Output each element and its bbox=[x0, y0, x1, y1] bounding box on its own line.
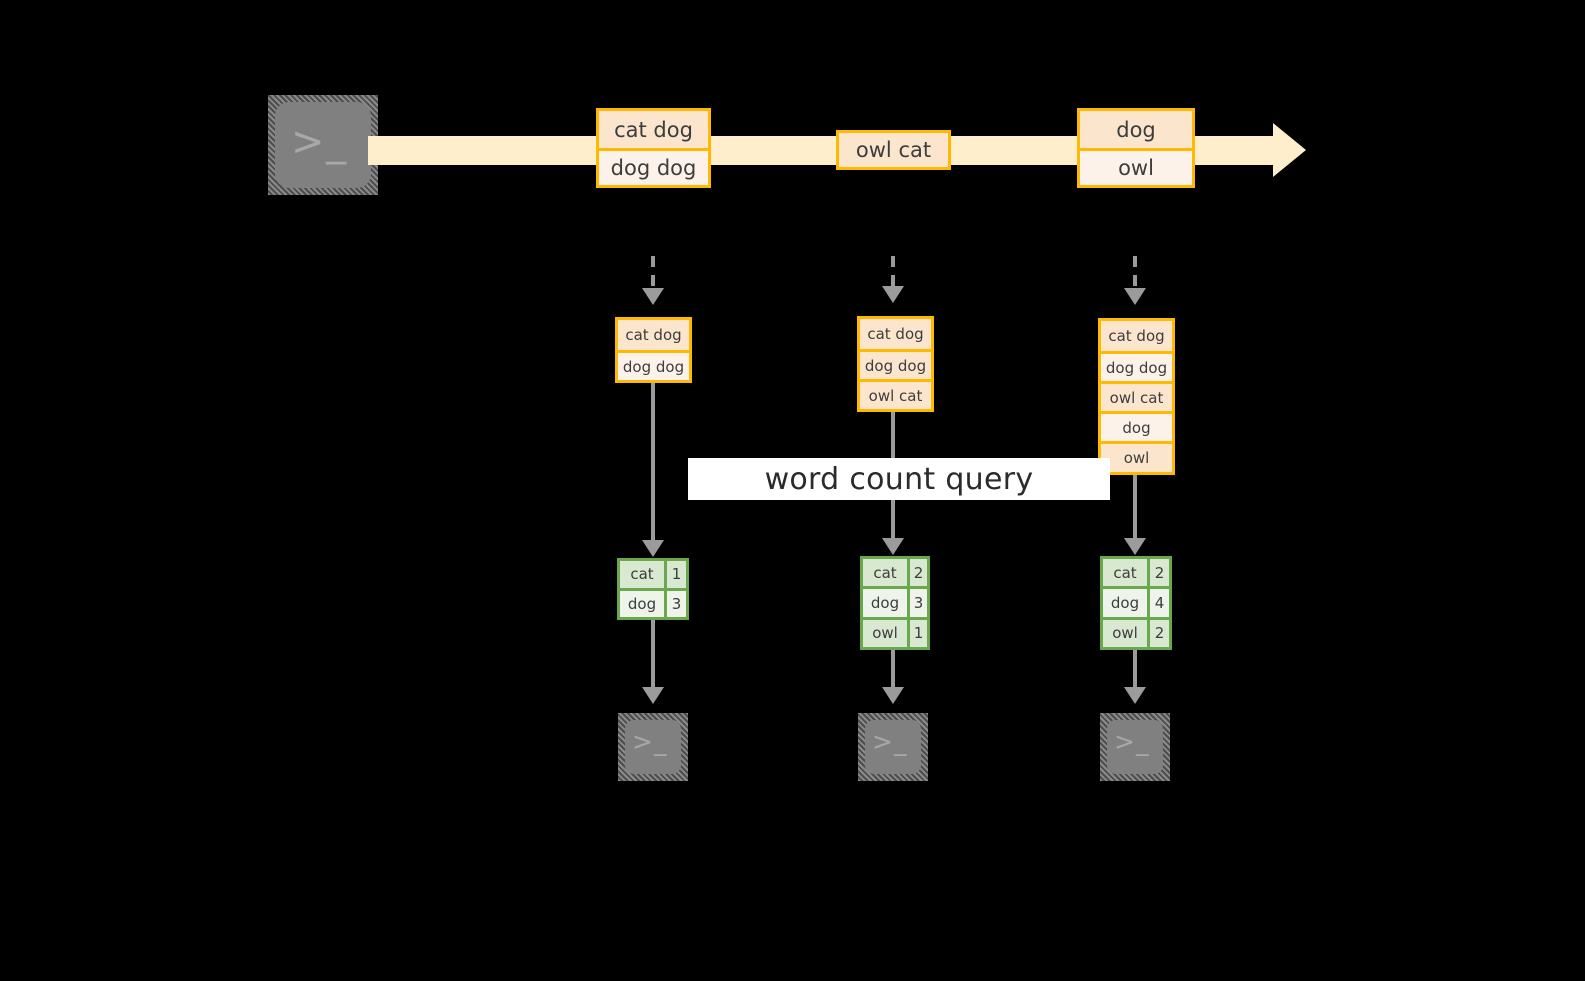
snapshot-line: cat dog bbox=[1108, 327, 1165, 345]
sink-connector-arrowhead-2 bbox=[882, 687, 904, 704]
table-row: owl 1 bbox=[863, 616, 927, 647]
result-word-cell: owl bbox=[863, 619, 907, 647]
table-row: dog 3 bbox=[620, 587, 686, 617]
sink-terminal-icon-1[interactable]: >_ bbox=[618, 713, 688, 781]
snapshot-line: owl cat bbox=[1101, 381, 1172, 411]
stream-event-group-1[interactable]: cat dog dog dog bbox=[596, 108, 711, 188]
result-word-cell: cat bbox=[620, 561, 664, 588]
query-connector-line-1 bbox=[651, 383, 655, 541]
sink-connector-line-2 bbox=[891, 650, 895, 688]
result-count-cell: 3 bbox=[907, 589, 927, 617]
stream-event-line: owl cat bbox=[855, 138, 932, 162]
terminal-screen: >_ bbox=[865, 720, 921, 774]
stream-event-group-2[interactable]: owl cat bbox=[836, 130, 951, 170]
query-connector-line-3 bbox=[1133, 475, 1137, 539]
stream-tap-dashed-line-1 bbox=[651, 256, 655, 289]
result-count-cell: 4 bbox=[1147, 589, 1169, 617]
terminal-prompt-glyph: >_ bbox=[291, 119, 348, 165]
snapshot-line: cat dog bbox=[867, 325, 924, 343]
stream-event-line: owl bbox=[1080, 148, 1192, 185]
table-row: cat 2 bbox=[863, 559, 927, 587]
sink-terminal-icon-2[interactable]: >_ bbox=[858, 713, 928, 781]
snapshot-line: owl bbox=[1101, 441, 1172, 471]
result-word-cell: owl bbox=[1103, 619, 1147, 647]
result-count-cell: 2 bbox=[907, 559, 927, 587]
sink-connector-arrowhead-3 bbox=[1124, 687, 1146, 704]
terminal-screen: >_ bbox=[275, 102, 371, 188]
event-stream-arrowhead bbox=[1273, 123, 1306, 177]
result-count-cell: 2 bbox=[1147, 619, 1169, 647]
stream-event-group-3[interactable]: dog owl bbox=[1077, 108, 1195, 188]
snapshot-line: dog dog bbox=[1101, 351, 1172, 381]
result-count-cell: 2 bbox=[1147, 559, 1169, 587]
snapshot-line: cat dog bbox=[625, 326, 682, 344]
terminal-prompt-glyph: >_ bbox=[872, 727, 908, 756]
result-table-2[interactable]: cat 2 dog 3 owl 1 bbox=[860, 556, 930, 650]
result-count-cell: 1 bbox=[664, 561, 686, 588]
terminal-prompt-glyph: >_ bbox=[1114, 727, 1150, 756]
terminal-screen: >_ bbox=[625, 720, 681, 774]
terminal-prompt-glyph: >_ bbox=[632, 727, 668, 756]
sink-connector-arrowhead-1 bbox=[642, 687, 664, 704]
snapshot-2[interactable]: cat dog dog dog owl cat bbox=[857, 316, 934, 412]
sink-connector-line-1 bbox=[651, 620, 655, 688]
query-label: word count query bbox=[764, 461, 1034, 497]
snapshot-line: owl cat bbox=[860, 379, 931, 409]
table-row: dog 3 bbox=[863, 586, 927, 617]
table-row: owl 2 bbox=[1103, 616, 1169, 647]
result-word-cell: dog bbox=[1103, 589, 1147, 617]
query-connector-arrowhead-1 bbox=[642, 540, 664, 557]
stream-tap-dashed-line-2 bbox=[891, 256, 895, 287]
table-row: dog 4 bbox=[1103, 586, 1169, 617]
snapshot-line: dog dog bbox=[860, 349, 931, 379]
result-count-cell: 1 bbox=[907, 619, 927, 647]
snapshot-line: dog bbox=[1101, 411, 1172, 441]
stream-tap-arrowhead-1 bbox=[642, 288, 664, 305]
result-word-cell: cat bbox=[1103, 559, 1147, 587]
sink-connector-line-3 bbox=[1133, 650, 1137, 688]
result-word-cell: dog bbox=[863, 589, 907, 617]
terminal-screen: >_ bbox=[1107, 720, 1163, 774]
result-table-3[interactable]: cat 2 dog 4 owl 2 bbox=[1100, 556, 1172, 650]
query-connector-arrowhead-3 bbox=[1124, 538, 1146, 555]
sink-terminal-icon-3[interactable]: >_ bbox=[1100, 713, 1170, 781]
table-row: cat 2 bbox=[1103, 559, 1169, 587]
table-row: cat 1 bbox=[620, 561, 686, 588]
snapshot-3[interactable]: cat dog dog dog owl cat dog owl bbox=[1098, 318, 1175, 475]
snapshot-line: dog dog bbox=[618, 350, 689, 380]
stream-event-line: dog dog bbox=[599, 148, 708, 185]
snapshot-1[interactable]: cat dog dog dog bbox=[615, 317, 692, 383]
result-word-cell: dog bbox=[620, 590, 664, 617]
stream-event-line: dog bbox=[1116, 117, 1156, 142]
query-connector-arrowhead-2 bbox=[882, 538, 904, 555]
stream-tap-arrowhead-3 bbox=[1124, 288, 1146, 305]
stream-tap-dashed-line-3 bbox=[1133, 256, 1137, 289]
source-terminal-icon[interactable]: >_ bbox=[268, 95, 378, 195]
query-label-band: word count query bbox=[688, 458, 1110, 500]
result-table-1[interactable]: cat 1 dog 3 bbox=[617, 558, 689, 620]
stream-tap-arrowhead-2 bbox=[882, 286, 904, 303]
stream-event-line: cat dog bbox=[614, 117, 693, 142]
result-word-cell: cat bbox=[863, 559, 907, 587]
result-count-cell: 3 bbox=[664, 590, 686, 617]
